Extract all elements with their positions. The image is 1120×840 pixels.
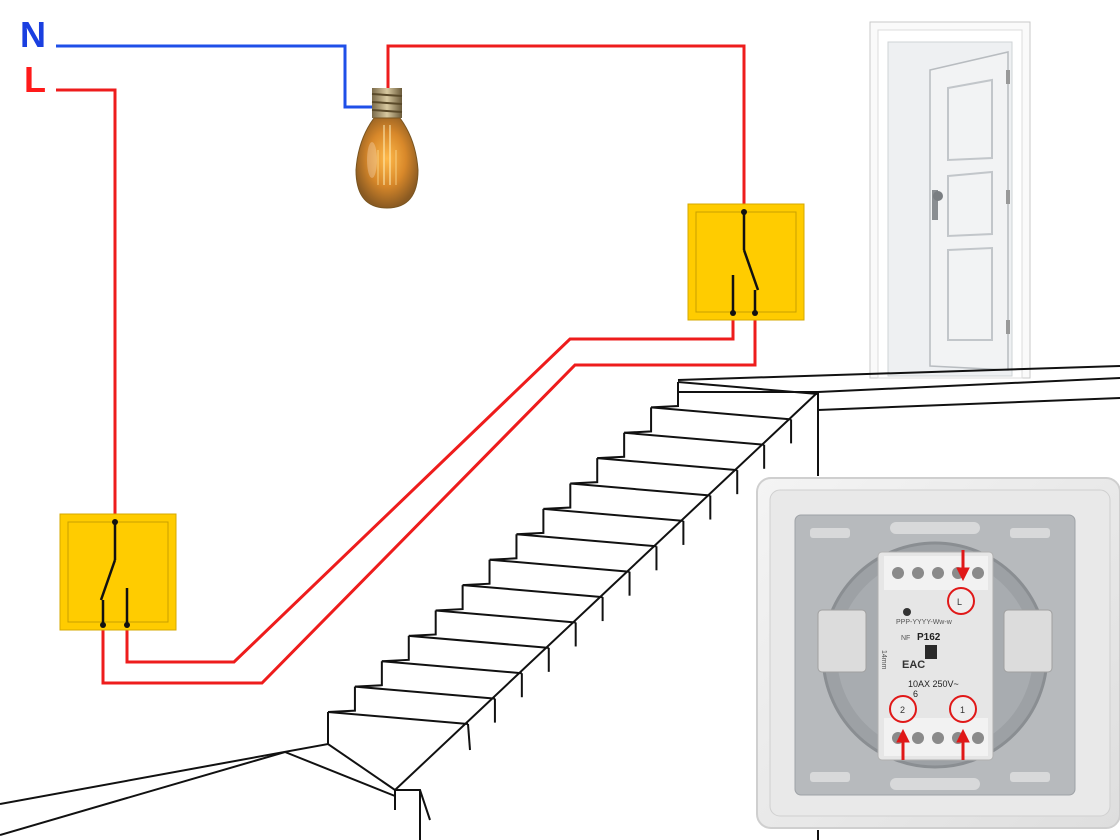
terminal-l-marker: L — [947, 587, 975, 615]
stair-tread — [354, 685, 496, 700]
stair-tread — [570, 482, 711, 497]
terminal-l-label: L — [957, 597, 962, 607]
upper-switch — [687, 203, 805, 321]
live-label: L — [24, 59, 46, 100]
stair-riser — [381, 635, 410, 663]
stair-riser — [597, 432, 626, 460]
stair-riser — [408, 610, 437, 637]
door-illustration — [869, 21, 1031, 379]
stair-tread — [597, 457, 738, 472]
code-text: PPP-YYYY-Ww-w — [896, 619, 953, 626]
terminal-1-marker: 1 — [949, 695, 977, 723]
stair-tread — [435, 609, 576, 624]
stair-riser — [543, 483, 572, 510]
stair-tread — [489, 558, 630, 573]
terminal-1-label: 1 — [960, 705, 965, 715]
stair-riser — [516, 508, 545, 536]
traveler-wire-1 — [101, 313, 757, 685]
stair-riser — [354, 661, 383, 688]
live-wire — [56, 88, 117, 522]
stair-tread — [650, 406, 792, 421]
rating-text: 10AX 250V~ — [908, 679, 959, 689]
terminal-2-label: 2 — [900, 705, 905, 715]
stair-tread — [327, 711, 469, 725]
staircase-illustration — [0, 365, 1120, 840]
stair-riser — [489, 534, 518, 561]
switch-mechanism-photo: PPP-YYYY-Ww-w NF P162 EAC 14mm 10AX 250V… — [756, 477, 1120, 829]
stair-tread — [381, 660, 522, 675]
stair-tread — [408, 634, 549, 649]
stair-base-right — [467, 723, 471, 751]
depth-text: 14mm — [880, 650, 887, 670]
stair-tread — [677, 381, 819, 395]
stair-riser — [570, 458, 599, 485]
stair-tread — [543, 507, 684, 522]
brand-mark: NF — [901, 635, 910, 642]
lower-switch — [59, 513, 177, 631]
stair-tread — [516, 533, 657, 548]
arrow-icon — [896, 550, 970, 760]
stair-riser — [651, 382, 679, 409]
terminal-2-marker: 2 — [889, 695, 917, 723]
stair-riser — [327, 686, 356, 713]
stair-riser — [462, 559, 491, 587]
stair-tread — [462, 584, 603, 599]
lamp-wire — [386, 44, 746, 212]
stair-tread — [624, 431, 765, 446]
stair-riser — [435, 585, 464, 612]
traveler-wire-2 — [125, 313, 735, 664]
rating-sub-text: 6 — [913, 689, 918, 699]
neutral-wire — [56, 44, 372, 109]
stair-riser — [624, 407, 653, 434]
model-text: P162 — [917, 632, 941, 643]
light-bulb-icon — [355, 88, 419, 209]
neutral-label: N — [20, 14, 46, 55]
cert-mark: EAC — [902, 659, 925, 671]
